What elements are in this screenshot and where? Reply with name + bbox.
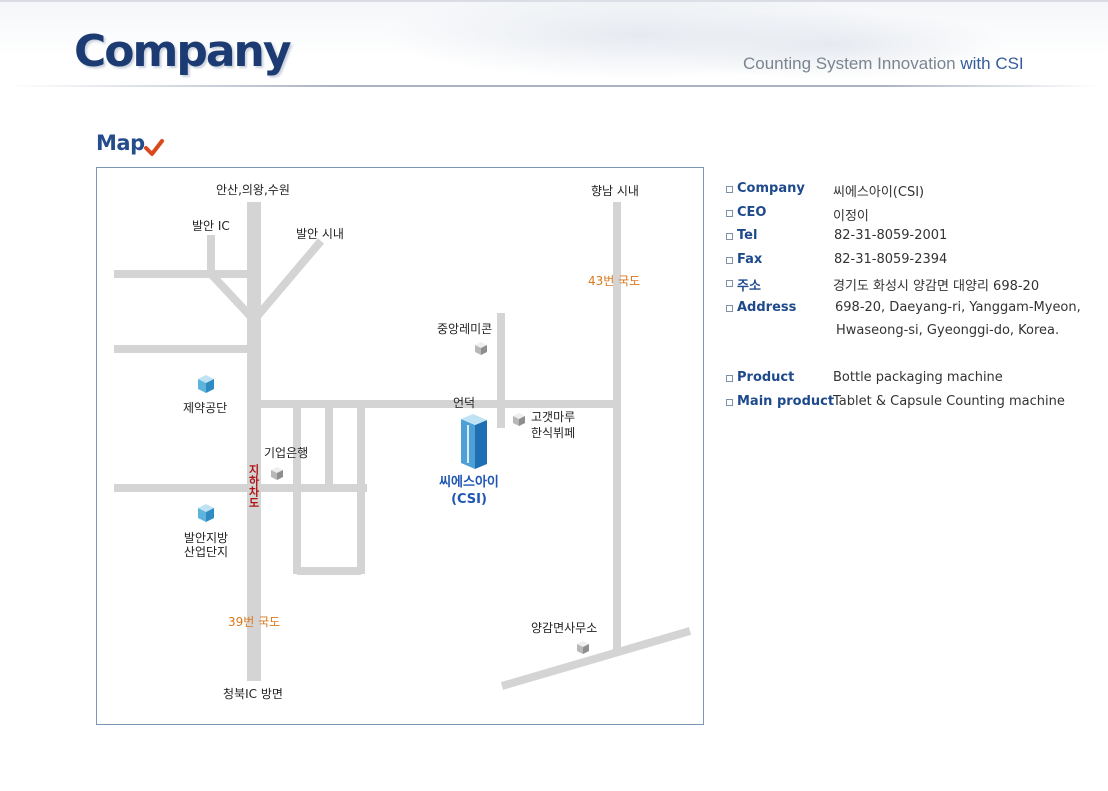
balan-industrial-line1: 발안지방 bbox=[183, 531, 229, 545]
map-label-gogaet-2: 한식뷔페 bbox=[531, 426, 576, 440]
map-label-ansan: 안산,의왕,수원 bbox=[216, 183, 290, 197]
header-cloud-decoration bbox=[650, 10, 1010, 80]
map-label-cheongbuk: 청북IC 방면 bbox=[223, 687, 283, 701]
map-label-ibk: 기업은행 bbox=[264, 446, 309, 460]
bullet-icon bbox=[726, 280, 733, 287]
info-value: Hwaseong-si, Gyeonggi-do, Korea. bbox=[836, 323, 1060, 338]
bullet-icon bbox=[726, 305, 733, 312]
yanggam-building-icon bbox=[577, 641, 589, 654]
landmark-icons bbox=[198, 342, 589, 654]
map-label-csi: 씨에스아이 (CSI) bbox=[427, 474, 511, 508]
info-value: 이정이 bbox=[833, 209, 869, 224]
info-value: Tablet & Capsule Counting machine bbox=[833, 394, 1065, 409]
map-label-yanggam: 양감면사무소 bbox=[531, 621, 598, 635]
map-label-balan-ic: 발안 IC bbox=[192, 219, 230, 233]
bullet-icon bbox=[726, 186, 733, 193]
csi-building-icon bbox=[461, 414, 487, 469]
csi-abbrev: (CSI) bbox=[451, 492, 487, 507]
map-label-balan-city: 발안 시내 bbox=[296, 227, 344, 241]
balan-industrial-line2: 산업단지 bbox=[183, 545, 229, 559]
balan-industrial-building-icon bbox=[198, 504, 214, 522]
section-title: Map bbox=[96, 131, 145, 155]
bullet-icon bbox=[726, 257, 733, 264]
info-key: Company bbox=[737, 181, 805, 196]
bullet-icon bbox=[726, 375, 733, 382]
info-key: CEO bbox=[737, 205, 767, 220]
page-title: Company bbox=[74, 26, 292, 77]
bullet-icon bbox=[726, 399, 733, 406]
ibk-building-icon bbox=[271, 467, 283, 480]
location-map: 안산,의왕,수원 발안 IC 발안 시내 향남 시내 43번 국도 중앙레미콘 … bbox=[96, 167, 704, 725]
map-label-gogaet-1: 고갯마루 bbox=[531, 410, 576, 424]
map-label-jungang: 중앙레미콘 bbox=[437, 322, 493, 336]
csi-name: 씨에스아이 bbox=[439, 475, 499, 490]
map-roads bbox=[114, 202, 692, 690]
map-label-balan-industrial: 발안지방 산업단지 bbox=[173, 531, 239, 559]
info-value: 경기도 화성시 양감면 대양리 698-20 bbox=[833, 279, 1040, 294]
map-label-hyangnam: 향남 시내 bbox=[591, 184, 639, 198]
bullet-icon bbox=[726, 233, 733, 240]
header-divider bbox=[10, 85, 1098, 87]
map-label-jeyak: 제약공단 bbox=[183, 401, 228, 415]
slogan-brand: with CSI bbox=[960, 54, 1024, 73]
info-key: Product bbox=[737, 370, 795, 385]
gogaet-building-icon bbox=[513, 413, 525, 426]
header-slogan: Counting System Innovation with CSI bbox=[743, 54, 1024, 74]
map-label-eondeok: 언덕 bbox=[453, 396, 476, 410]
page-header bbox=[0, 0, 1108, 92]
map-label-underpass: 지하차도 bbox=[247, 464, 260, 508]
info-value: 698-20, Daeyang-ri, Yanggam-Myeon, bbox=[835, 300, 1081, 315]
jeyak-building-icon bbox=[198, 375, 214, 393]
info-value: 82-31-8059-2394 bbox=[834, 252, 948, 267]
bullet-icon bbox=[726, 210, 733, 217]
map-label-route43: 43번 국도 bbox=[588, 274, 641, 288]
check-icon bbox=[144, 139, 164, 156]
jungang-building-icon bbox=[475, 342, 487, 355]
map-label-route39: 39번 국도 bbox=[228, 615, 281, 629]
info-key: Fax bbox=[737, 252, 763, 267]
info-key: Main product bbox=[737, 394, 835, 409]
info-value: 82-31-8059-2001 bbox=[834, 228, 948, 243]
info-key: 주소 bbox=[737, 279, 761, 294]
info-value: 씨에스아이(CSI) bbox=[833, 185, 925, 200]
info-value: Bottle packaging machine bbox=[833, 370, 1003, 385]
info-key: Tel bbox=[737, 228, 758, 243]
info-key: Address bbox=[737, 300, 797, 315]
slogan-text: Counting System Innovation bbox=[743, 54, 961, 73]
